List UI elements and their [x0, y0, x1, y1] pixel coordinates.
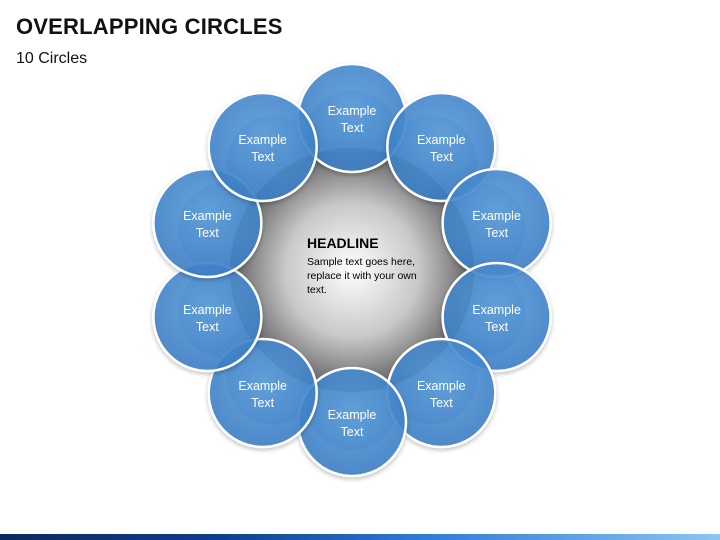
outer-circle-label-line2: Text: [196, 320, 219, 334]
outer-circle-label-line1: Example: [238, 133, 287, 147]
outer-circle-4: [441, 261, 552, 373]
outer-circle-label-line1: Example: [417, 133, 466, 147]
outer-circle-label-line2: Text: [196, 226, 219, 240]
outer-circle-label-line2: Text: [251, 396, 274, 410]
outer-circle-label-line2: Text: [341, 425, 364, 439]
outer-circle-label-line2: Text: [430, 150, 453, 164]
outer-circle-label-line1: Example: [328, 408, 377, 422]
center-headline: HEADLINE: [307, 235, 379, 251]
outer-circle-label-line1: Example: [183, 303, 232, 317]
page-subtitle: 10 Circles: [16, 50, 88, 67]
outer-circle-label-line2: Text: [251, 150, 274, 164]
outer-circle-label-line2: Text: [430, 396, 453, 410]
center-text-block: HEADLINE Sample text goes here, replace …: [307, 235, 427, 297]
outer-circle-label-line2: Text: [341, 121, 364, 135]
outer-circle-label-line1: Example: [472, 209, 521, 223]
outer-circle-label-line1: Example: [238, 379, 287, 393]
outer-circle-label-line1: Example: [328, 104, 377, 118]
outer-circle-label-line1: Example: [183, 209, 232, 223]
outer-circles: [152, 62, 552, 478]
outer-circle-3: [441, 167, 552, 279]
outer-circle-8: [152, 261, 263, 373]
bottom-accent-bar: [0, 534, 720, 540]
outer-circle-label-line2: Text: [485, 320, 508, 334]
outer-circle-7: [207, 337, 318, 449]
outer-circle-2: [386, 91, 497, 203]
outer-circle-label-line2: Text: [485, 226, 508, 240]
outer-circle-label-line1: Example: [472, 303, 521, 317]
center-body-text: Sample text goes here, replace it with y…: [307, 256, 417, 296]
page-title: OVERLAPPING CIRCLES: [16, 14, 283, 39]
center-circle: [230, 148, 474, 392]
outer-circle-10: [207, 91, 318, 203]
outer-circle-9: [152, 167, 263, 279]
outer-circle-label-line1: Example: [417, 379, 466, 393]
